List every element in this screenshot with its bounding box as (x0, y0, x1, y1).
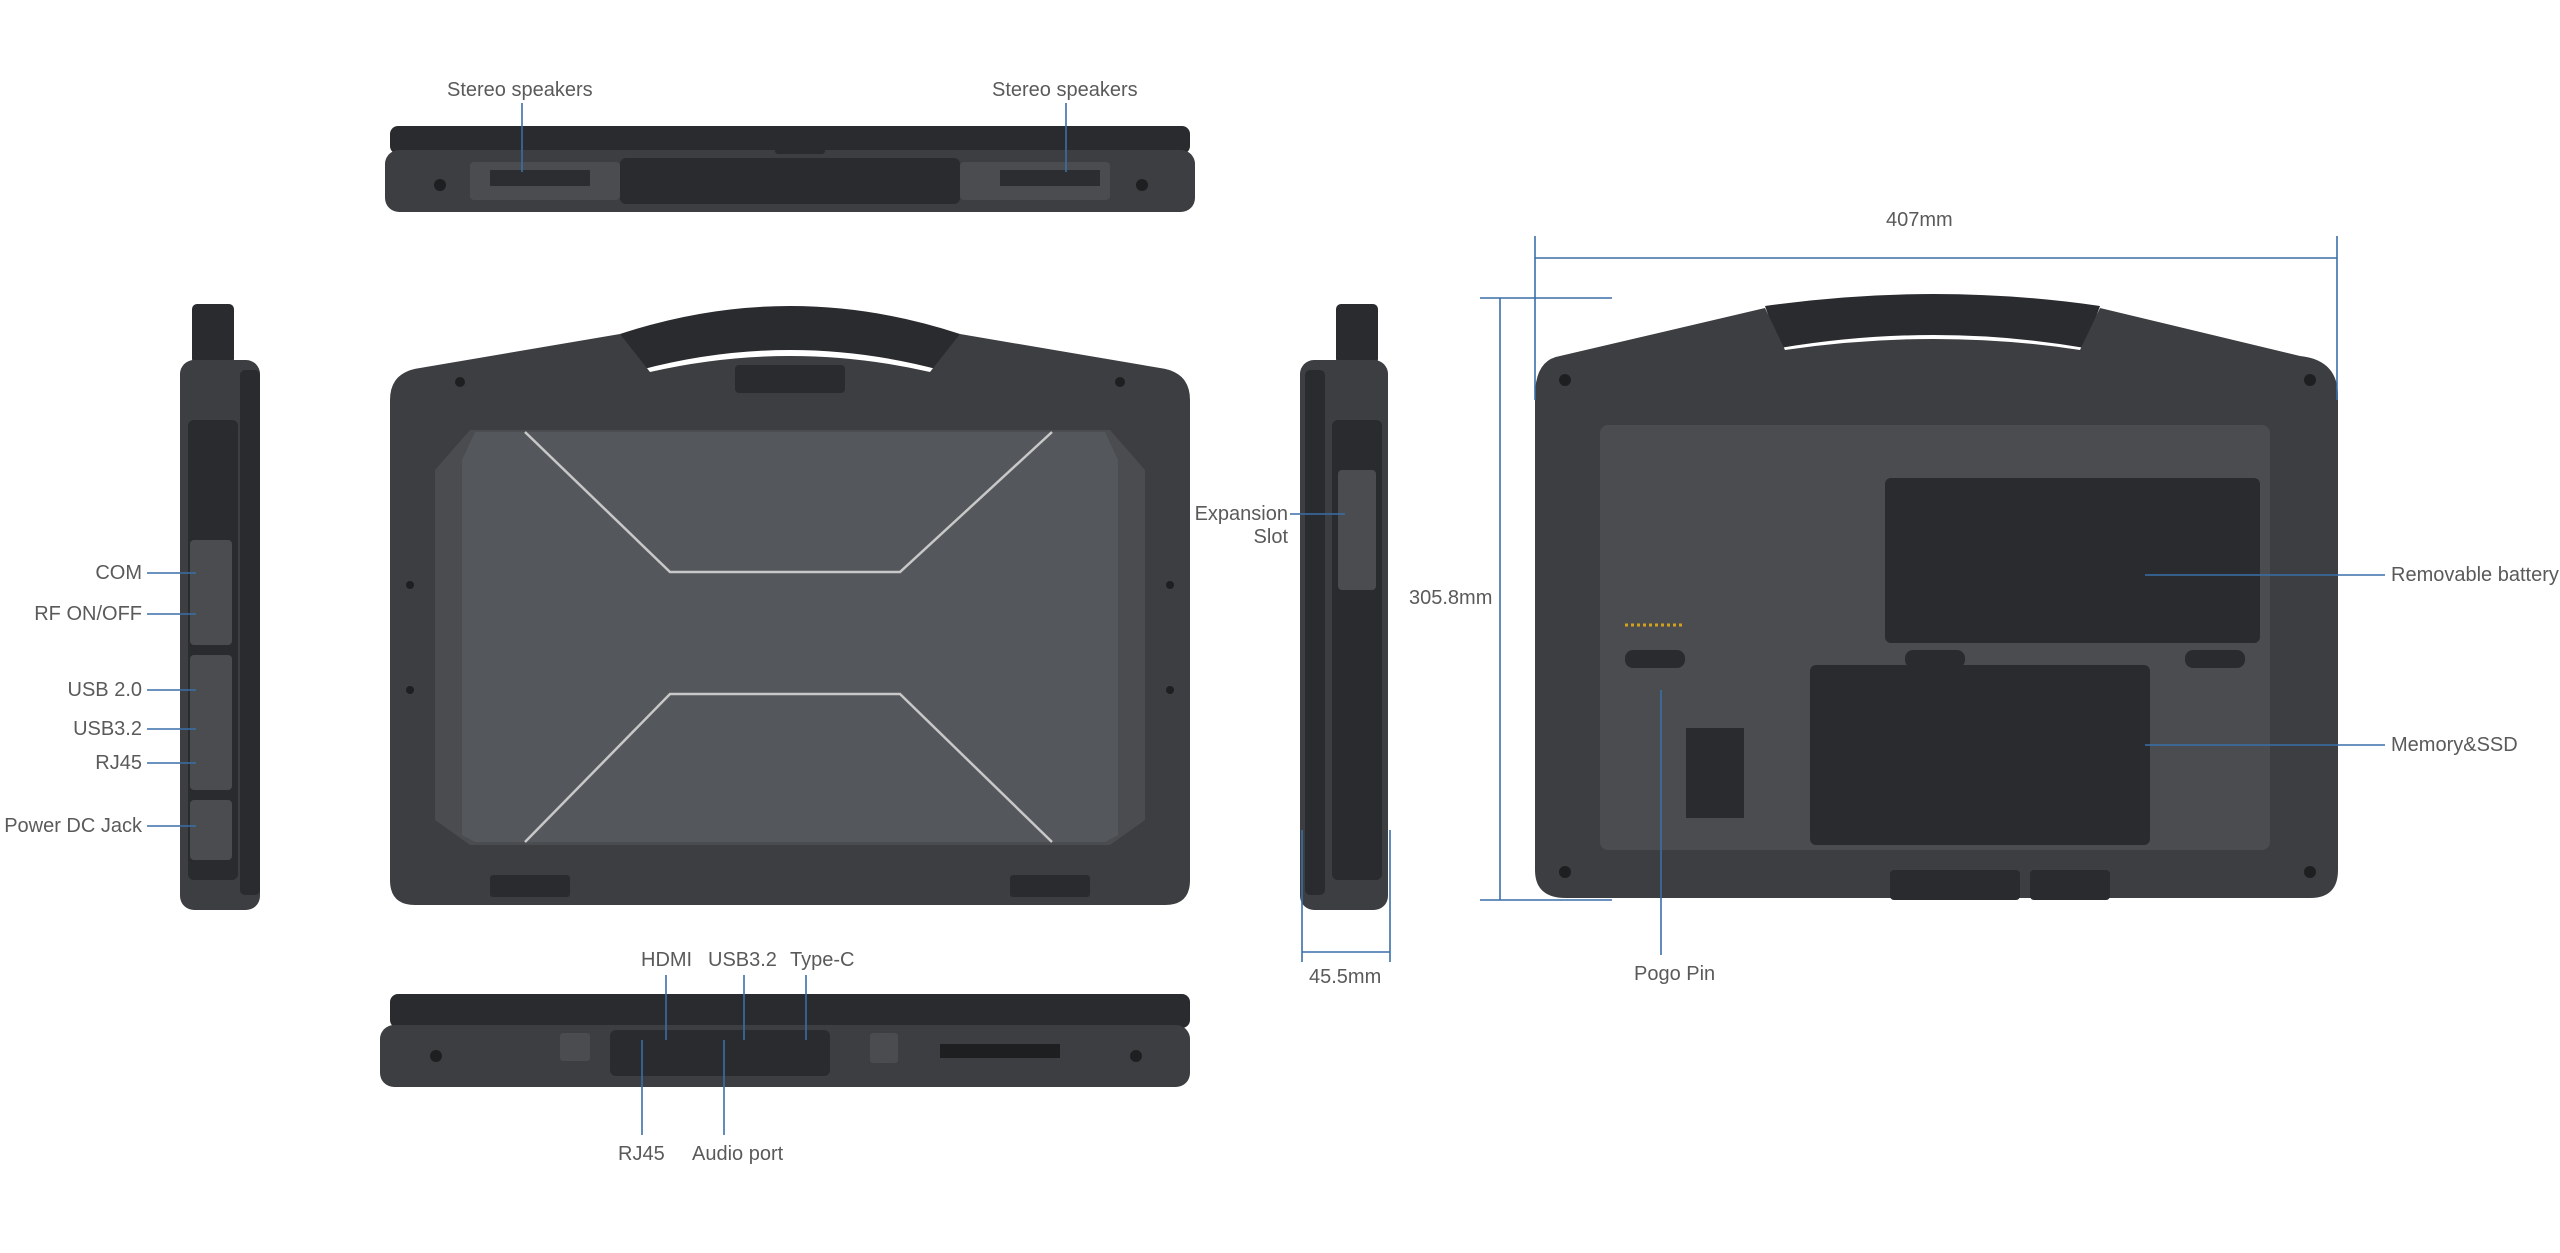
expansion-slot-label-line1: Expansion (1194, 503, 1288, 525)
expansion-slot-label-line2: Slot (1253, 526, 1288, 548)
rf-switch-label: RF ON/OFF (34, 603, 142, 625)
power-dc-jack-label: Power DC Jack (4, 815, 142, 837)
stereo-speakers-right-label: Stereo speakers (992, 79, 1138, 101)
memory-ssd-label: Memory&SSD (2391, 734, 2518, 756)
usb20-port-label: USB 2.0 (67, 679, 142, 701)
underside-view (1535, 294, 2338, 900)
height-dimension-label: 305.8mm (1409, 587, 1493, 609)
bottom-edge-view (380, 994, 1190, 1087)
rj45-bottom-port-label: RJ45 (618, 1143, 665, 1165)
left-side-view (180, 304, 260, 910)
right-side-view (1300, 304, 1388, 910)
leader-lines (147, 103, 2385, 1135)
removable-battery-label: Removable battery (2391, 564, 2559, 586)
rj45-side-port-label: RJ45 (95, 752, 142, 774)
pogo-pin-label: Pogo Pin (1634, 963, 1716, 985)
thickness-dimension-label: 45.5mm (1309, 966, 1382, 988)
stereo-speakers-left-label: Stereo speakers (447, 79, 593, 101)
lid-top-view (390, 306, 1190, 905)
audio-port-label: Audio port (692, 1143, 784, 1165)
width-dimension-label: 407mm (1886, 209, 1953, 231)
top-edge-view (385, 126, 1195, 212)
usb32-bottom-port-label: USB3.2 (708, 949, 777, 971)
com-port-label: COM (95, 562, 142, 584)
type-c-port-label: Type-C (790, 949, 855, 971)
hdmi-port-label: HDMI (641, 949, 693, 971)
usb32-side-port-label: USB3.2 (73, 718, 142, 740)
